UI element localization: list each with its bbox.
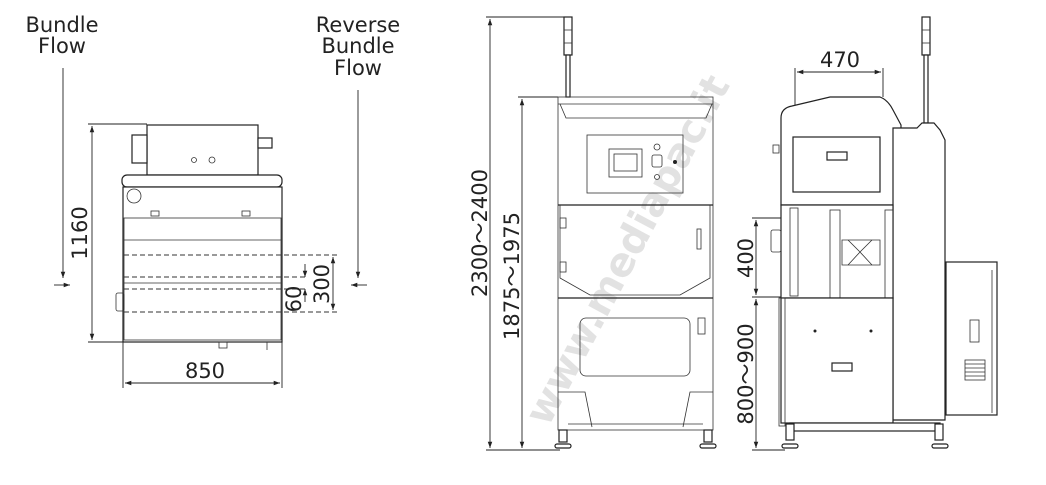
top-rail [121,174,283,188]
lower-handle [697,317,706,335]
fitting-icon [257,137,273,149]
upper-panel-handle [826,151,848,161]
dim-300: 300 [310,264,334,304]
side-handle [115,292,125,312]
touch-screen [608,148,643,178]
selector-switch-icon [651,154,663,168]
signal-tower-icon-side [921,16,931,56]
side-handle-grip [770,229,782,253]
electrical-box [945,261,998,416]
front-view: 2300～2400 1875～1975 [468,16,717,451]
vent-grille [964,359,986,381]
control-panel [586,134,684,194]
dim-850: 850 [185,359,225,383]
reverse-flow-label-line2: Bundle [321,34,394,58]
lower-panel-handle [831,362,853,372]
dim-470: 470 [820,48,860,72]
top-body [122,186,283,343]
reverse-flow-label-line3: Flow [334,56,382,80]
side-view: 470 400 800～900 [734,16,998,451]
tying-area [780,204,894,299]
lower-window [579,317,691,377]
indicator-icon [653,143,661,151]
dim-400: 400 [734,238,758,278]
dim-cabinet-height: 1875～1975 [500,212,524,340]
watermark: www.mediapac.it [516,68,739,433]
dim-1160: 1160 [68,206,92,259]
top-view: Bundle Flow Reverse Bundle Flow 1160 [25,13,400,388]
top-actuator-box [146,124,259,176]
lower-housing [780,297,894,424]
side-column [892,122,946,421]
reverse-flow-label-line1: Reverse [316,13,400,37]
dim-table-height: 800～900 [734,323,758,424]
motor-icon [126,188,142,204]
dim-total-height: 2300～2400 [468,169,492,297]
cabinet-body [557,96,714,431]
base-frame [789,422,941,432]
bundle-flow-label-line2: Flow [38,34,86,58]
signal-tower-icon [563,16,573,56]
box-latch [969,319,980,343]
upper-access-panel [792,136,881,193]
dim-60: 60 [282,286,306,313]
bundle-flow-label-line1: Bundle [25,13,98,37]
valve-icon [131,134,148,164]
